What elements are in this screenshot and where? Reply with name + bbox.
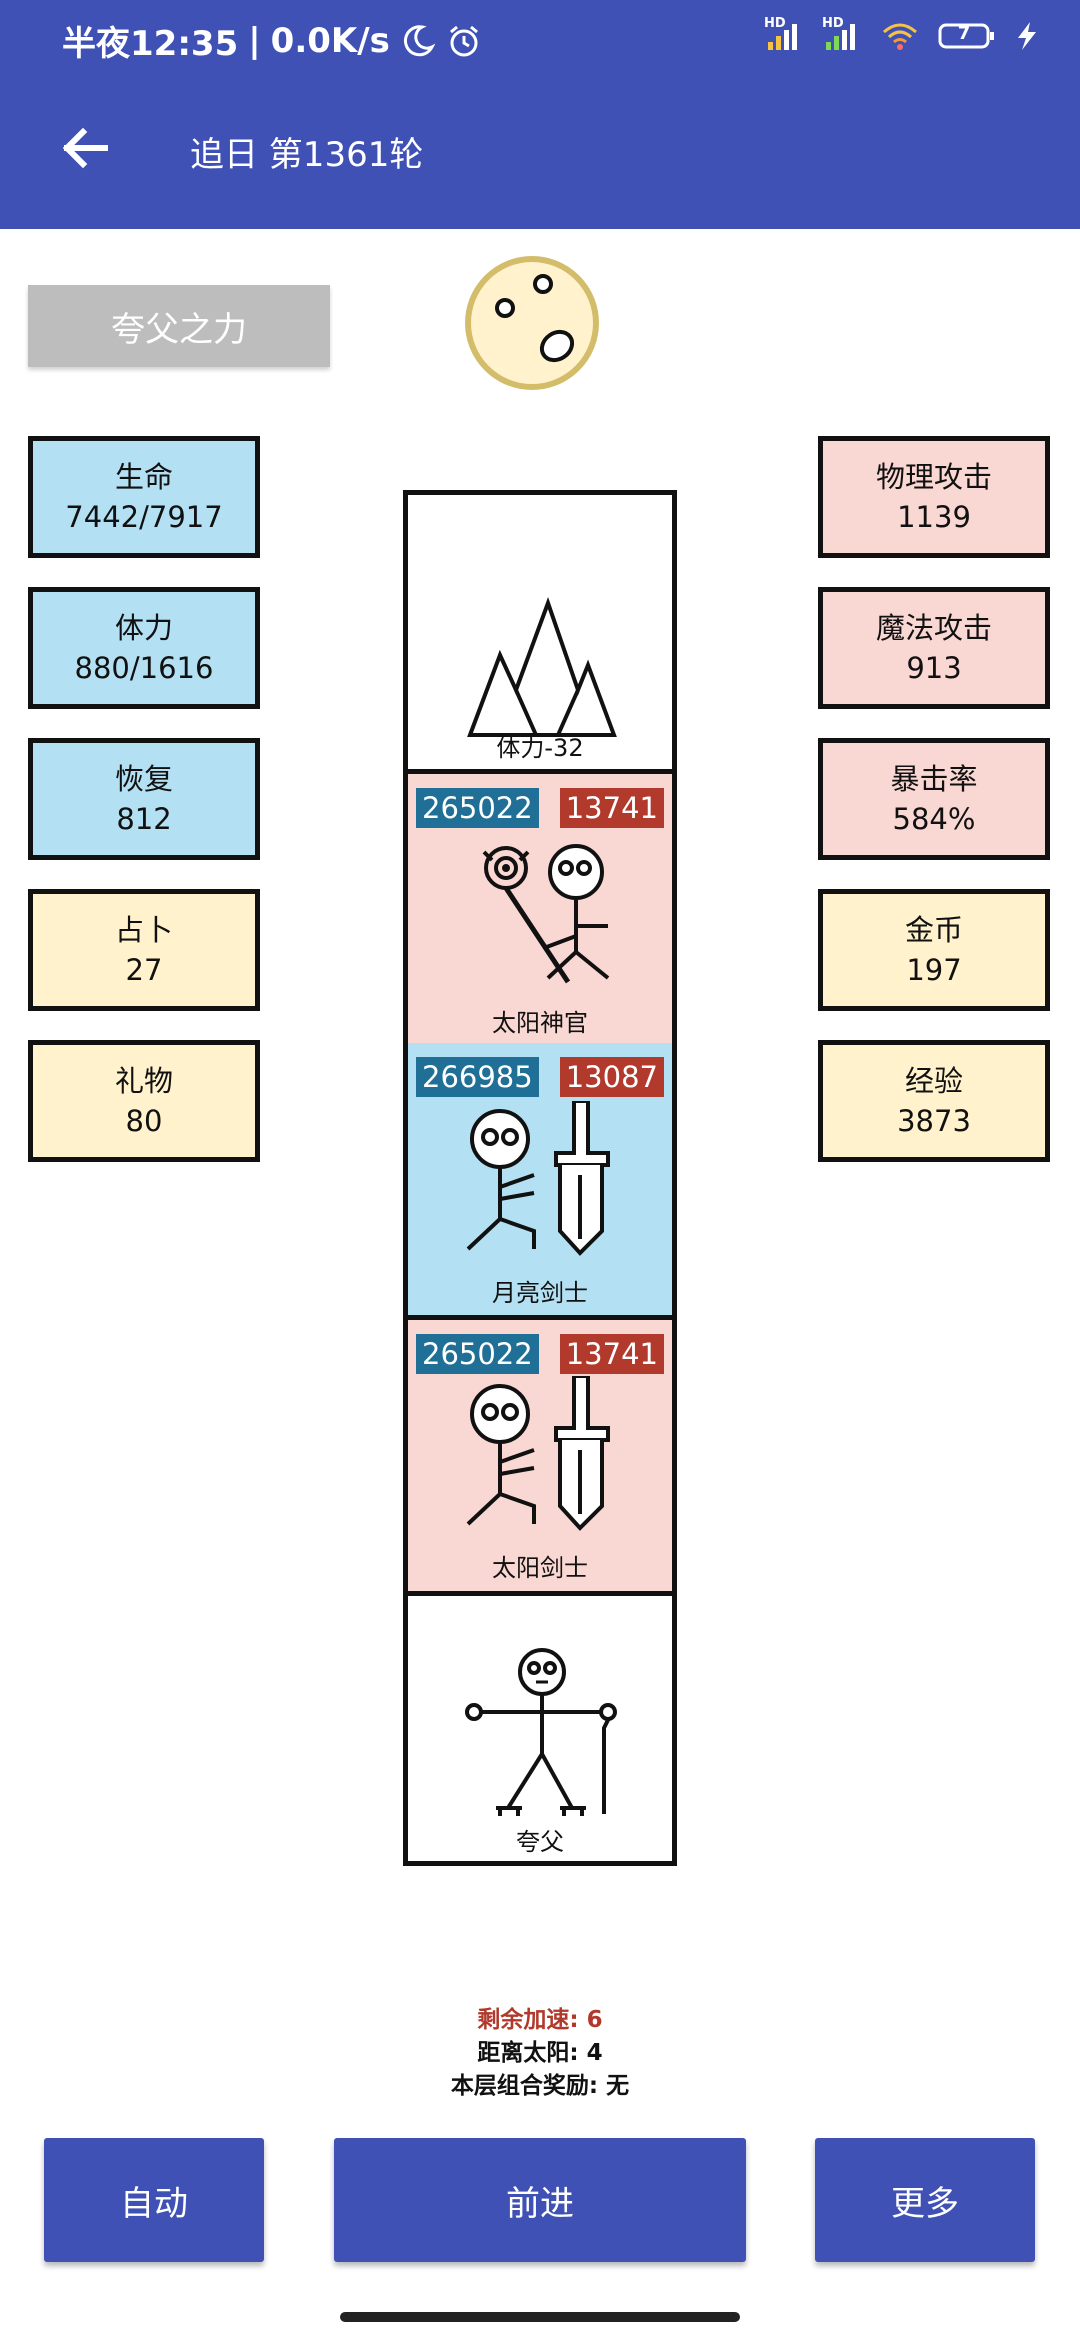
tower-column: 体力-32 265022 13741 太阳神官 266985 13087 — [403, 490, 677, 1866]
stat-value: 584% — [892, 802, 976, 836]
enemy-attack-badge: 13087 — [559, 1057, 664, 1097]
cell-caption: 体力-32 — [496, 734, 584, 762]
alarm-icon — [449, 25, 478, 56]
stat-gold: 金币 197 — [818, 889, 1050, 1011]
stat-label: 恢复 — [114, 762, 173, 796]
forward-button[interactable]: 前进 — [334, 2138, 746, 2262]
tower-cell-sun-swordsman[interactable]: 265022 13741 太阳剑士 — [408, 1320, 672, 1591]
auto-button[interactable]: 自动 — [44, 2138, 264, 2262]
enemy-hp-badge: 266985 — [416, 1057, 539, 1097]
moon-swordsman-icon — [466, 1101, 610, 1256]
stat-value: 3873 — [897, 1104, 971, 1138]
home-indicator[interactable] — [340, 2312, 740, 2322]
stat-label: 物理攻击 — [875, 460, 992, 494]
sun-swordsman-icon — [466, 1376, 610, 1531]
tower-divider — [408, 1591, 672, 1596]
enemy-attack-badge: 13741 — [559, 788, 664, 828]
status-left: 半夜12:35 | 0.0K/s — [62, 16, 482, 65]
stat-divination: 占卜 27 — [28, 889, 260, 1011]
signal-icon-2: HD — [822, 16, 862, 52]
remaining-acceleration: 剩余加速: 6 — [477, 2007, 603, 2033]
enemy-hp-badge: 265022 — [416, 1334, 539, 1374]
cell-caption: 太阳神官 — [492, 1009, 588, 1037]
sun-priest-icon — [482, 844, 610, 984]
stat-recovery: 恢复 812 — [28, 738, 260, 860]
enemy-attack-badge: 13741 — [559, 1334, 664, 1374]
stat-value: 880/1616 — [74, 651, 214, 685]
more-button[interactable]: 更多 — [815, 2138, 1035, 2262]
tower-cell-kuafu[interactable]: 夸父 — [408, 1596, 672, 1861]
status-separator: | — [248, 20, 261, 61]
tower-divider — [408, 1315, 672, 1320]
page-title: 追日 第1361轮 — [190, 135, 424, 175]
battery-icon: 7 — [938, 22, 996, 50]
stat-hp: 生命 7442/7917 — [28, 436, 260, 558]
stat-value: 1139 — [897, 500, 971, 534]
stat-gift: 礼物 80 — [28, 1040, 260, 1162]
stat-label: 占卜 — [114, 913, 173, 947]
arrow-back-icon — [62, 127, 108, 169]
stat-value: 27 — [125, 953, 163, 987]
stat-physical-attack: 物理攻击 1139 — [818, 436, 1050, 558]
stat-label: 魔法攻击 — [875, 611, 992, 645]
kuafu-icon — [465, 1648, 617, 1816]
stat-magic-attack: 魔法攻击 913 — [818, 587, 1050, 709]
stat-value: 812 — [116, 802, 172, 836]
stat-label: 生命 — [114, 460, 173, 494]
cell-caption: 月亮剑士 — [492, 1279, 588, 1307]
cell-caption: 夸父 — [516, 1828, 564, 1856]
stat-crit-rate: 暴击率 584% — [818, 738, 1050, 860]
tower-divider — [408, 1041, 672, 1043]
floor-combo-bonus: 本层组合奖励: 无 — [450, 2073, 630, 2099]
stat-label: 体力 — [114, 611, 173, 645]
charging-icon — [1018, 22, 1036, 50]
stat-experience: 经验 3873 — [818, 1040, 1050, 1162]
kuafu-power-button[interactable]: 夸父之力 — [28, 285, 330, 367]
moon-icon — [403, 24, 436, 56]
stat-label: 礼物 — [114, 1064, 173, 1098]
status-right: HD HD — [764, 16, 1040, 52]
tower-divider — [408, 769, 672, 774]
moon-face-icon[interactable] — [463, 254, 601, 392]
distance-to-sun: 距离太阳: 4 — [477, 2040, 603, 2066]
mountain-icon — [467, 597, 617, 737]
enemy-hp-badge: 265022 — [416, 788, 539, 828]
stat-label: 暴击率 — [890, 762, 978, 796]
wifi-icon — [883, 23, 917, 50]
cell-caption: 太阳剑士 — [492, 1554, 588, 1582]
tower-cell-moon-swordsman[interactable]: 266985 13087 月亮剑士 — [408, 1043, 672, 1315]
signal-icon-1: HD — [764, 16, 804, 52]
stat-value: 80 — [125, 1104, 163, 1138]
stat-value: 7442/7917 — [65, 500, 223, 534]
stat-label: 经验 — [904, 1064, 963, 1098]
status-speed: 0.0K/s — [270, 20, 390, 61]
stat-value: 913 — [906, 651, 962, 685]
stat-label: 金币 — [904, 913, 963, 947]
app-bar: 追日 第1361轮 — [0, 75, 1080, 229]
stat-value: 197 — [906, 953, 962, 987]
back-button[interactable] — [50, 113, 120, 183]
status-time: 半夜12:35 — [62, 24, 239, 64]
tower-cell-mountain[interactable]: 体力-32 — [408, 495, 672, 769]
tower-cell-sun-priest[interactable]: 265022 13741 太阳神官 — [408, 774, 672, 1041]
stat-stamina: 体力 880/1616 — [28, 587, 260, 709]
status-bar: 半夜12:35 | 0.0K/s HD HD — [0, 0, 1080, 75]
